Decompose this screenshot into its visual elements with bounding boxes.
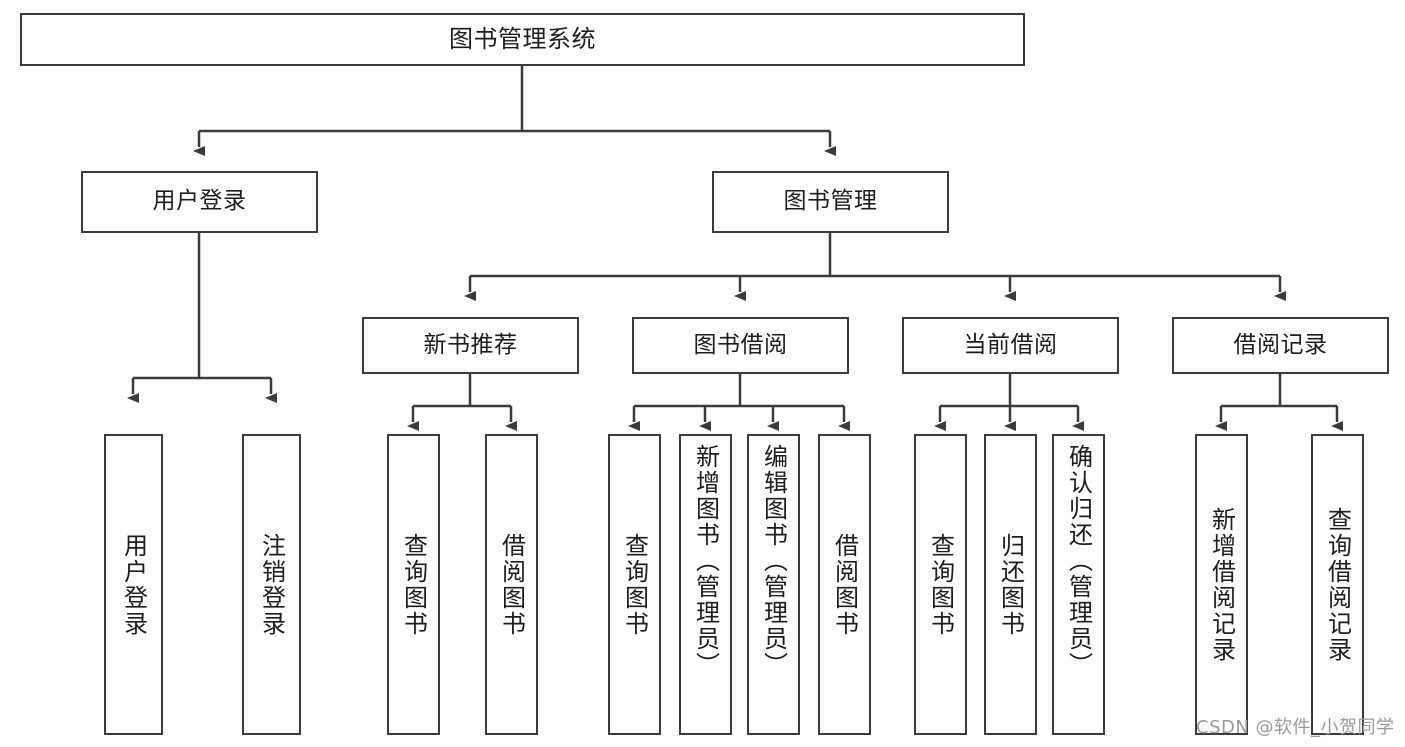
node-leaf-query-record-label: 查询借阅记录 [1323,506,1352,663]
node-book-borrow-label: 图书借阅 [693,331,788,358]
node-borrow-record-label: 借阅记录 [1233,331,1328,358]
node-leaf-user-login[interactable]: 用户登录 [104,434,163,735]
node-leaf-borrow-book-2[interactable]: 借阅图书 [818,434,871,735]
node-leaf-add-record-label: 新增借阅记录 [1207,506,1236,663]
node-user-login[interactable]: 用户登录 [81,171,318,233]
node-leaf-query-book-2[interactable]: 查询图书 [608,434,661,735]
node-root-label: 图书管理系统 [449,25,596,54]
node-leaf-add-book[interactable]: 新增图书（管理员） [679,434,732,735]
node-current-borrow[interactable]: 当前借阅 [902,317,1119,374]
node-book-manage-label: 图书管理 [783,188,878,215]
node-leaf-query-book-3-label: 查询图书 [926,532,955,637]
node-leaf-edit-book[interactable]: 编辑图书（管理员） [747,434,800,735]
node-leaf-query-book-1-label: 查询图书 [399,532,428,637]
node-leaf-query-book-3[interactable]: 查询图书 [914,434,967,735]
node-leaf-borrow-book-1-label: 借阅图书 [497,532,526,637]
node-leaf-add-book-label: 新增图书（管理员） [691,444,720,678]
node-borrow-record[interactable]: 借阅记录 [1172,317,1389,374]
node-leaf-return-book-label: 归还图书 [996,532,1025,637]
node-book-borrow[interactable]: 图书借阅 [632,317,849,374]
node-leaf-user-logout-label: 注销登录 [257,532,286,637]
node-leaf-query-book-2-label: 查询图书 [620,532,649,637]
node-book-manage[interactable]: 图书管理 [712,171,949,233]
node-leaf-confirm-return-label: 确认归还（管理员） [1064,444,1093,678]
node-current-borrow-label: 当前借阅 [963,331,1058,358]
node-leaf-borrow-book-2-label: 借阅图书 [830,532,859,637]
node-new-book-recommend[interactable]: 新书推荐 [362,317,579,374]
watermark-csdn: CSDN @软件_小贺同学 [1196,717,1395,738]
node-leaf-edit-book-label: 编辑图书（管理员） [759,444,788,678]
node-leaf-return-book[interactable]: 归还图书 [984,434,1037,735]
node-leaf-user-logout[interactable]: 注销登录 [242,434,301,735]
node-leaf-query-record[interactable]: 查询借阅记录 [1311,434,1364,735]
node-leaf-query-book-1[interactable]: 查询图书 [387,434,440,735]
node-leaf-user-login-label: 用户登录 [119,532,148,637]
node-leaf-confirm-return[interactable]: 确认归还（管理员） [1052,434,1105,735]
node-leaf-borrow-book-1[interactable]: 借阅图书 [485,434,538,735]
node-leaf-add-record[interactable]: 新增借阅记录 [1195,434,1248,735]
node-new-book-recommend-label: 新书推荐 [423,331,518,358]
node-root[interactable]: 图书管理系统 [20,13,1025,66]
node-user-login-label: 用户登录 [152,188,247,215]
